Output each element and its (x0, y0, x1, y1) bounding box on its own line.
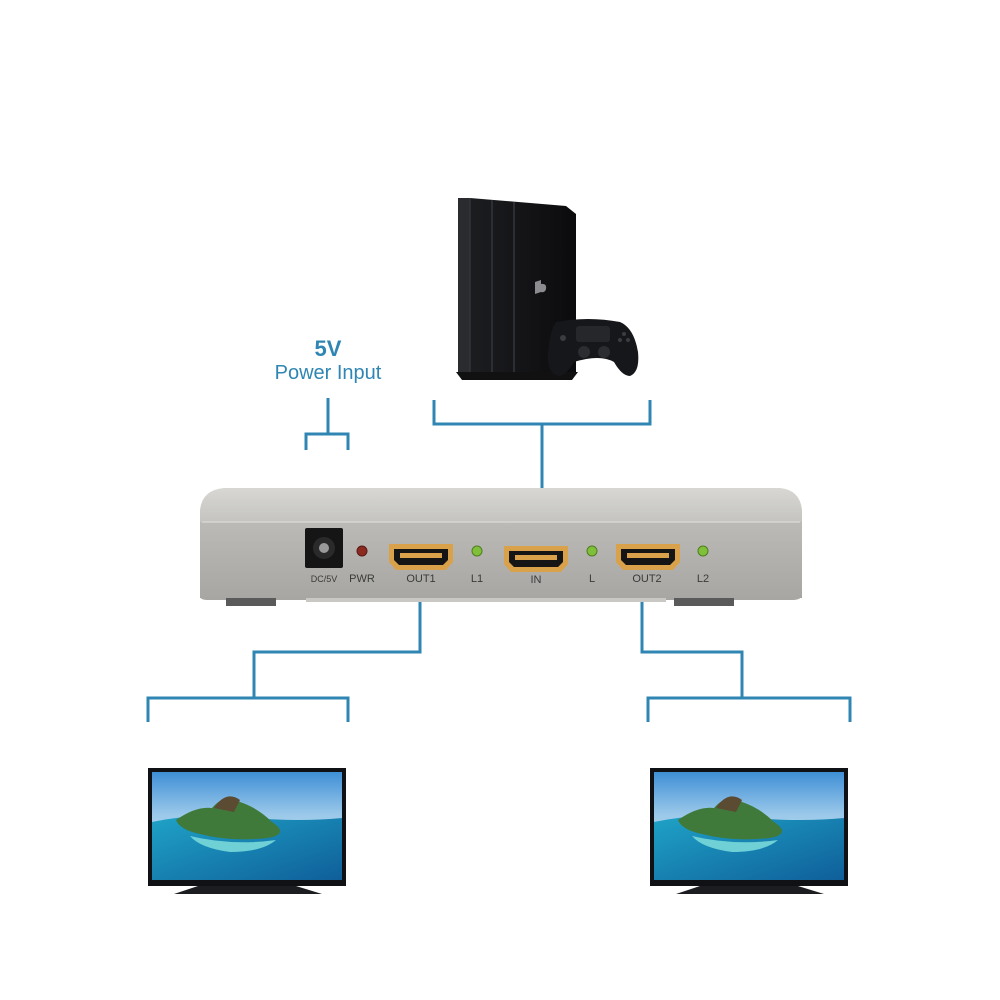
out2-line (642, 598, 742, 698)
led-l (587, 546, 597, 556)
port-label-dc: DC/5V (300, 574, 348, 584)
right-tv-bracket (648, 698, 850, 722)
port-label-out2: OUT2 (624, 573, 670, 585)
port-label-pwr: PWR (344, 573, 380, 585)
power-voltage-label: 5V (266, 336, 390, 362)
hdmi-port-out1 (389, 544, 453, 570)
dc-power-jack (305, 528, 343, 568)
port-label-l1: L1 (465, 573, 489, 585)
port-label-l2: L2 (691, 573, 715, 585)
game-controller-icon (548, 319, 639, 376)
left-tv-bracket (148, 698, 348, 722)
led-l2 (698, 546, 708, 556)
port-label-in: IN (520, 574, 552, 586)
led-l1 (472, 546, 482, 556)
power-input-label: Power Input (258, 362, 398, 385)
power-led (357, 546, 367, 556)
port-label-out1: OUT1 (398, 573, 444, 585)
port-label-l: L (582, 573, 602, 585)
hdmi-port-in (504, 546, 568, 572)
power-bracket (306, 398, 348, 450)
hdmi-splitter (200, 488, 802, 606)
console-bracket (434, 400, 650, 424)
hdmi-port-out2 (616, 544, 680, 570)
left-tv-icon (148, 768, 346, 894)
out1-line (254, 598, 420, 698)
right-tv-icon (650, 768, 848, 894)
